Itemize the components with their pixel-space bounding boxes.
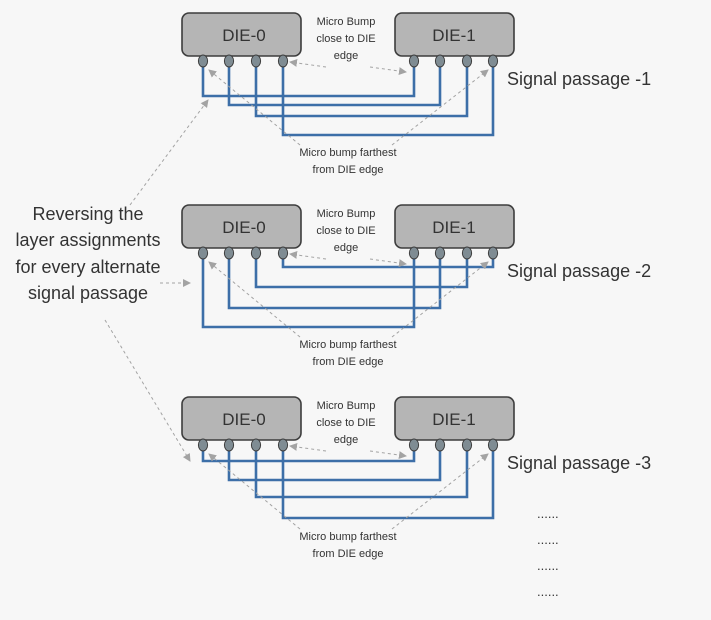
die-0-box-passage-1 <box>181 12 302 57</box>
left-caption-line-4: signal passage <box>28 283 148 303</box>
annotation-arrow-layer <box>104 59 489 530</box>
die-1-box-passage-3 <box>394 396 515 441</box>
die-0-micro-bump-1-4 <box>277 54 289 68</box>
wire-layer <box>201 65 495 520</box>
die-1-box-passage-2 <box>394 204 515 249</box>
die-1-micro-bump-3-1 <box>408 438 420 452</box>
continuation-dots-3: ...... <box>537 558 559 573</box>
die-layer <box>181 12 515 452</box>
far-edge-note-line2-passage-3: from DIE edge <box>313 548 384 560</box>
die-1-label-passage-1: DIE-1 <box>432 26 475 45</box>
wire-passage-1-3 <box>254 65 469 118</box>
near-edge-note-line2-passage-3: close to DIE <box>316 417 375 429</box>
near-edge-arrow-die-1-passage-2 <box>369 258 407 267</box>
die-1-micro-bump-1-4 <box>487 54 499 68</box>
die-0-micro-bump-2-2 <box>223 246 235 260</box>
wire-passage-3-1 <box>201 449 416 463</box>
die-0-micro-bump-3-2 <box>223 438 235 452</box>
far-edge-arrow-die-1-passage-1 <box>391 69 489 146</box>
die-1-micro-bump-2-1 <box>408 246 420 260</box>
signal-passage-1-label: Signal passage -1 <box>507 69 651 89</box>
die-0-label-passage-2: DIE-0 <box>222 218 265 237</box>
wire-passage-1-4 <box>281 65 495 137</box>
near-edge-arrow-die-0-passage-2 <box>289 251 327 260</box>
die-0-label-passage-3: DIE-0 <box>222 410 265 429</box>
far-edge-arrow-die-0-passage-1 <box>208 69 301 146</box>
die-0-micro-bump-2-3 <box>250 246 262 260</box>
wire-passage-3-3 <box>254 449 469 499</box>
wire-passage-1-2 <box>227 65 442 107</box>
far-edge-note-line2-passage-2: from DIE edge <box>313 356 384 368</box>
near-edge-note-line3-passage-2: edge <box>334 242 358 254</box>
signal-passage-2-label: Signal passage -2 <box>507 261 651 281</box>
die-1-label-passage-2: DIE-1 <box>432 218 475 237</box>
die-1-micro-bump-1-2 <box>434 54 446 68</box>
left-caption-line-2: layer assignments <box>15 230 160 250</box>
wire-passage-2-3 <box>254 257 469 289</box>
die-1-micro-bump-1-1 <box>408 54 420 68</box>
wire-passage-2-2 <box>227 257 442 310</box>
die-1-micro-bump-2-4 <box>487 246 499 260</box>
die-0-box-passage-3 <box>181 396 302 441</box>
near-edge-note-line1-passage-2: Micro Bump <box>317 208 376 220</box>
left-caption-line-3: for every alternate <box>15 257 160 277</box>
die-1-micro-bump-2-2 <box>434 246 446 260</box>
wire-passage-2-4 <box>281 257 495 269</box>
near-edge-note-line3-passage-1: edge <box>334 50 358 62</box>
die-0-micro-bump-3-3 <box>250 438 262 452</box>
wire-passage-1-1 <box>201 65 416 98</box>
die-1-micro-bump-1-3 <box>461 54 473 68</box>
die-0-micro-bump-3-1 <box>197 438 209 452</box>
wire-passage-3-4 <box>281 449 495 520</box>
near-edge-note-line2-passage-1: close to DIE <box>316 33 375 45</box>
die-1-label-passage-3: DIE-1 <box>432 410 475 429</box>
far-edge-arrow-die-0-passage-2 <box>208 261 301 338</box>
wire-passage-3-2 <box>227 449 442 482</box>
continuation-dots-1: ...... <box>537 506 559 521</box>
continuation-dots-4: ...... <box>537 584 559 599</box>
far-edge-arrow-die-1-passage-3 <box>391 453 489 530</box>
near-edge-arrow-die-1-passage-1 <box>369 66 407 75</box>
near-edge-arrow-die-0-passage-3 <box>289 443 327 452</box>
die-0-micro-bump-3-4 <box>277 438 289 452</box>
die-1-box-passage-1 <box>394 12 515 57</box>
die-0-box-passage-2 <box>181 204 302 249</box>
die-0-micro-bump-1-2 <box>223 54 235 68</box>
die-0-label-passage-1: DIE-0 <box>222 26 265 45</box>
far-edge-arrow-die-0-passage-3 <box>208 453 301 530</box>
caption-arrow-to-passage-1 <box>129 99 209 206</box>
die-0-micro-bump-1-3 <box>250 54 262 68</box>
die-0-micro-bump-1-1 <box>197 54 209 68</box>
die-1-micro-bump-3-3 <box>461 438 473 452</box>
near-edge-note-line1-passage-3: Micro Bump <box>317 400 376 412</box>
near-edge-arrow-die-0-passage-1 <box>289 59 327 68</box>
far-edge-note-line1-passage-2: Micro bump farthest <box>299 339 396 351</box>
die-0-micro-bump-2-4 <box>277 246 289 260</box>
near-edge-note-line1-passage-1: Micro Bump <box>317 16 376 28</box>
far-edge-note-line1-passage-1: Micro bump farthest <box>299 147 396 159</box>
die-1-micro-bump-2-3 <box>461 246 473 260</box>
near-edge-arrow-die-1-passage-3 <box>369 450 407 459</box>
die-1-micro-bump-3-2 <box>434 438 446 452</box>
signal-passage-3-label: Signal passage -3 <box>507 453 651 473</box>
far-edge-arrow-die-1-passage-2 <box>391 261 489 338</box>
wire-passage-2-1 <box>201 257 416 329</box>
far-edge-note-line1-passage-3: Micro bump farthest <box>299 531 396 543</box>
caption-arrow-to-passage-3 <box>104 319 191 462</box>
near-edge-note-line3-passage-3: edge <box>334 434 358 446</box>
left-caption-line-1: Reversing the <box>32 204 143 224</box>
die-0-micro-bump-2-1 <box>197 246 209 260</box>
die-1-micro-bump-3-4 <box>487 438 499 452</box>
continuation-dots-2: ...... <box>537 532 559 547</box>
far-edge-note-line2-passage-1: from DIE edge <box>313 164 384 176</box>
near-edge-note-line2-passage-2: close to DIE <box>316 225 375 237</box>
